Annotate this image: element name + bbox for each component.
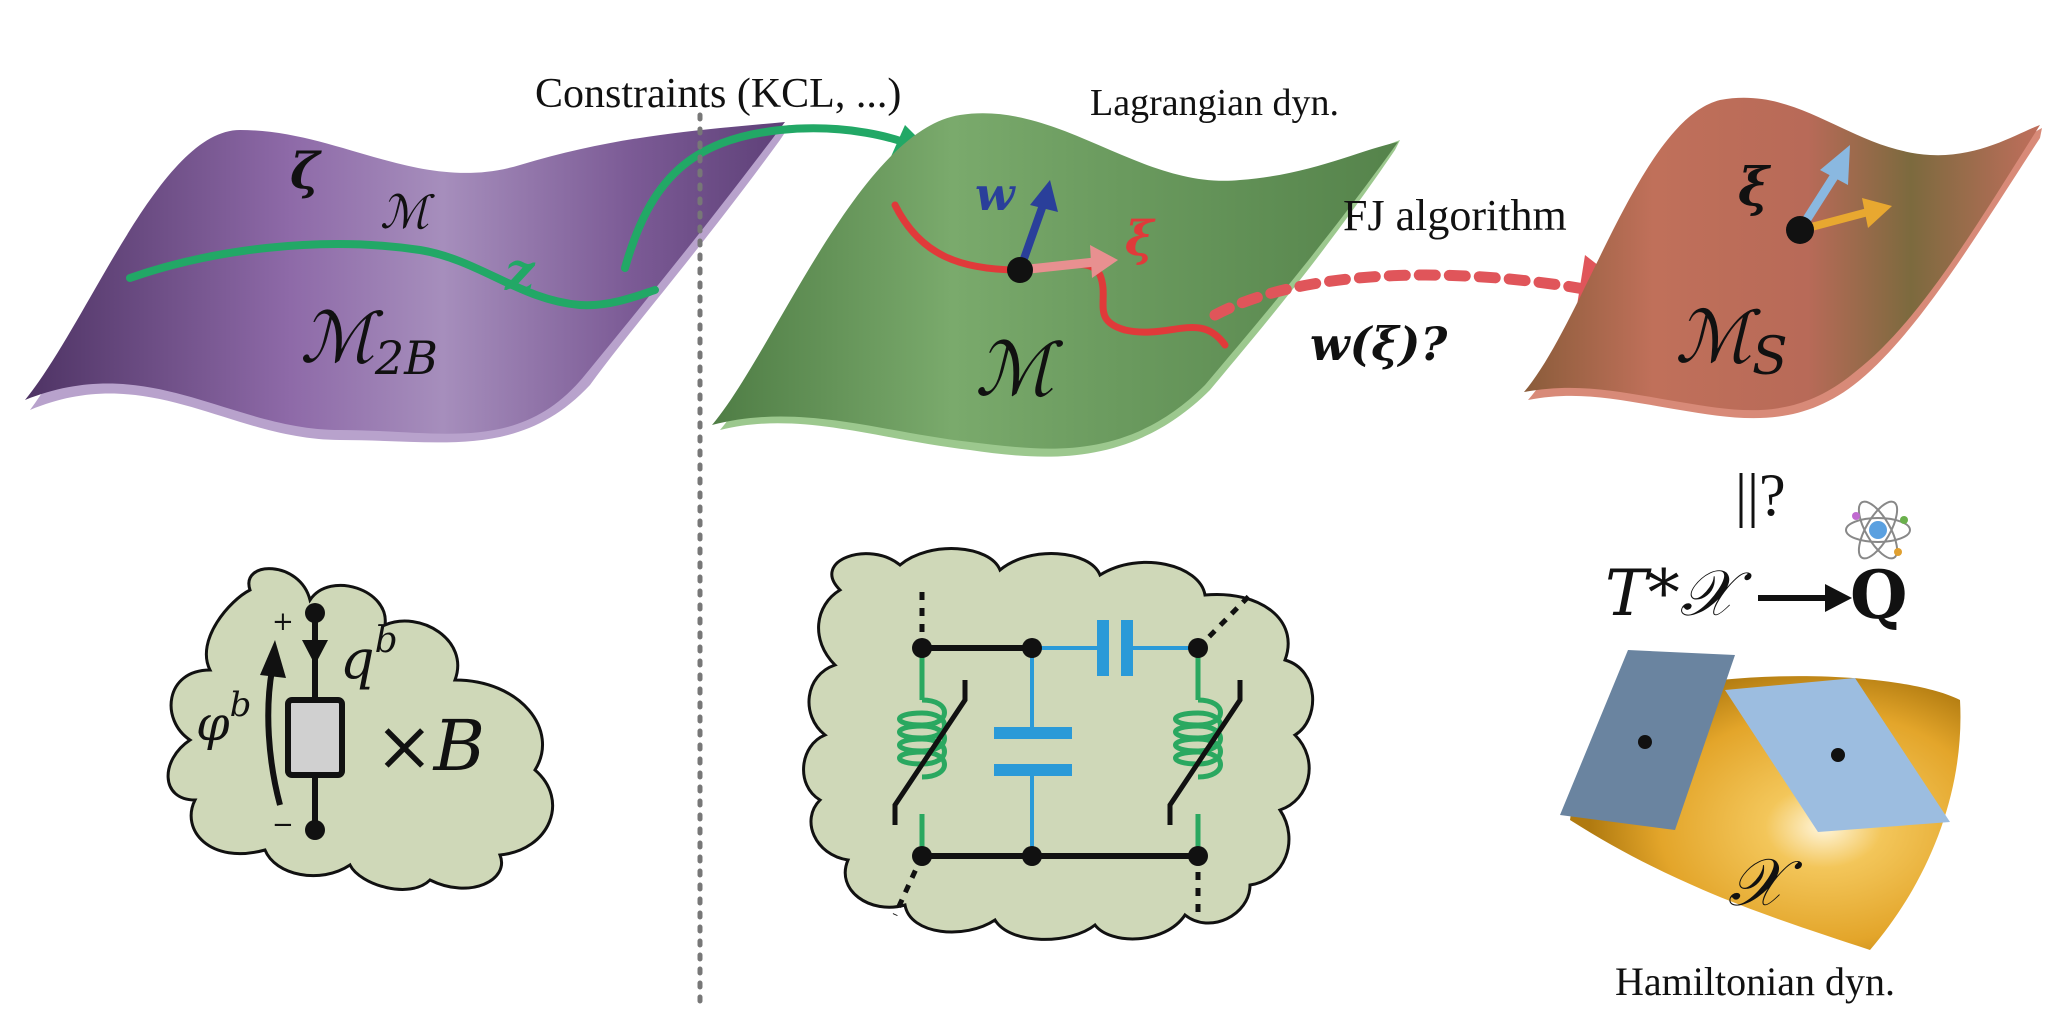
xi-black-symbol: ξ <box>1738 157 1772 218</box>
m2b-surface <box>25 122 785 434</box>
xi-vector-head <box>1090 245 1118 278</box>
tangent-point-left <box>1638 735 1652 749</box>
phi-sup: b <box>230 685 252 725</box>
cap-top-plate-a <box>1097 620 1109 676</box>
flux-arrow <box>265 669 283 806</box>
manifold-m2b <box>25 122 790 443</box>
plus-sign: + <box>272 607 294 637</box>
config-manifold-x <box>1560 650 1961 950</box>
fj-algorithm-label: FJ algorithm <box>1343 191 1567 240</box>
quantization-label: Q <box>1850 556 1908 634</box>
xi-red-symbol: ξ <box>1125 211 1156 267</box>
m-red-curve <box>891 201 1229 349</box>
constraints-label: Constraints (KCL, ...) <box>535 71 901 117</box>
branch-node-top <box>305 603 325 623</box>
m-point <box>1007 257 1033 283</box>
node-tr <box>1188 638 1208 658</box>
m-curve-label: ℳ <box>380 185 435 239</box>
ms-main: ℳ <box>1675 295 1761 379</box>
ms-blue-vector-head <box>1820 145 1850 185</box>
cap-mid-plate-b <box>994 764 1072 776</box>
atom-icon <box>1845 500 1911 560</box>
branch-element <box>285 697 345 778</box>
lagrangian-label: Lagrangian dyn. <box>1090 82 1339 124</box>
ms-point <box>1786 216 1814 244</box>
equiv-question: ||? <box>1735 462 1786 528</box>
m2b-sub: 2B <box>374 331 438 385</box>
node-bl <box>912 846 932 866</box>
cap-mid-plate-a <box>994 727 1072 739</box>
z-symbol: z <box>504 242 536 303</box>
q-main: q <box>340 628 375 691</box>
times-b-label: ×B <box>375 705 485 787</box>
phase-space-label: T*𝒳 <box>1605 557 1753 631</box>
minus-sign: − <box>272 810 294 840</box>
node-br <box>1188 846 1208 866</box>
circuit-cloud <box>802 547 1315 941</box>
flux-arrow-head <box>260 640 286 678</box>
w-symbol: w <box>975 167 1016 221</box>
ms-gold-vector-head <box>1862 198 1892 228</box>
node-tl <box>912 638 932 658</box>
ms-sub: S <box>1752 327 1788 387</box>
q-b-label: qb <box>340 620 398 691</box>
tangent-point-right <box>1831 748 1845 762</box>
wire-stub-top-right <box>1196 593 1252 650</box>
phi-b-label: φb <box>196 685 251 752</box>
cap-top-plate-b <box>1121 620 1133 676</box>
node-tm <box>1022 638 1042 658</box>
cloud-shape-left <box>166 567 554 891</box>
manifold-ms <box>1524 97 2042 419</box>
m-surface <box>712 113 1398 449</box>
current-arrow-head <box>302 640 328 665</box>
constraint-arrow <box>621 124 934 272</box>
m2b-label: ℳ2B <box>300 297 438 385</box>
hamiltonian-label: Hamiltonian dyn. <box>1615 959 1895 1004</box>
inductor-right <box>1167 648 1243 856</box>
ms-surface <box>1524 97 2040 411</box>
quantization-arrow-head <box>1825 584 1852 612</box>
branch-node-bottom <box>305 820 325 840</box>
w-of-xi-label: w(ξ)? <box>1310 317 1448 371</box>
m-label: ℳ <box>975 327 1064 413</box>
ms-label: ℳS <box>1675 295 1788 387</box>
fj-dashed-arrow <box>1209 269 1596 321</box>
m2b-main: ℳ <box>300 297 384 379</box>
phi-main: φ <box>196 696 230 752</box>
w-vector-head <box>1030 180 1058 212</box>
q-sup: b <box>375 620 398 661</box>
branch-cloud <box>166 567 554 891</box>
manifold-m <box>712 113 1640 457</box>
m2b-curve <box>126 240 659 310</box>
zeta-symbol: ζ <box>290 141 322 200</box>
node-bm <box>1022 846 1042 866</box>
wire-stub-bottom-left <box>892 854 925 917</box>
